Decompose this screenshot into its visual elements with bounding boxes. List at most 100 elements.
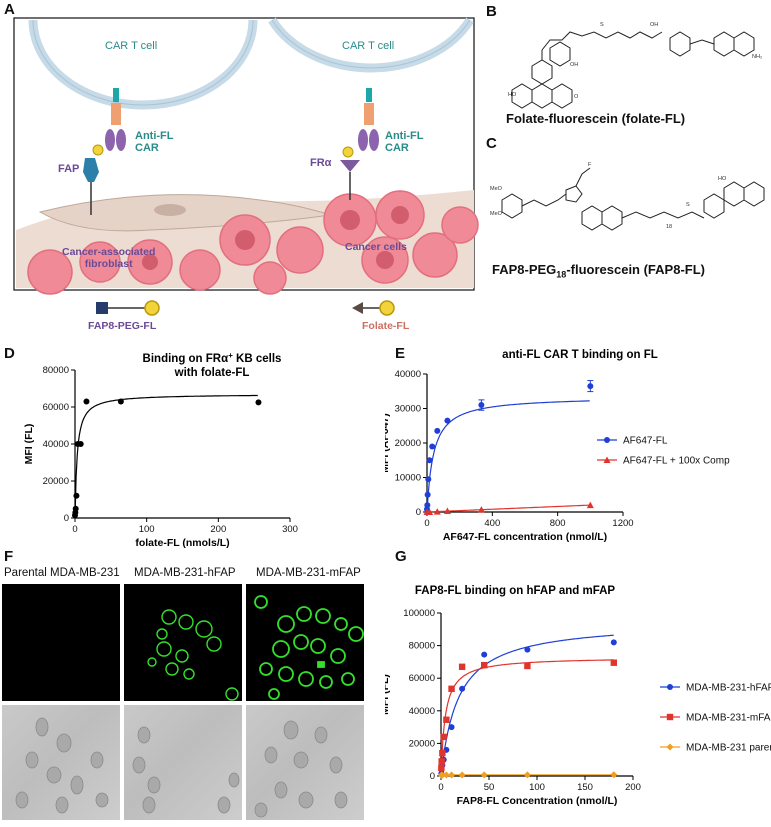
legend-label: MDA-MB-231 parental — [686, 743, 771, 754]
data-point — [439, 749, 446, 757]
y-tick-label: 40000 — [409, 706, 435, 717]
data-point — [443, 507, 451, 514]
data-point — [610, 771, 618, 779]
data-point — [425, 476, 432, 483]
micro-label-hfap: MDA-MB-231-hFAP — [134, 567, 236, 579]
car-hinge-left — [113, 88, 119, 102]
data-point — [438, 764, 445, 772]
fap8-peg-fl-legend-label: FAP8-PEG-FL — [88, 320, 157, 332]
legend-label: AF647-FL — [623, 436, 668, 447]
svg-text:NH₂: NH₂ — [752, 54, 762, 60]
data-point — [524, 662, 531, 670]
panel-label-e: E — [395, 345, 406, 362]
data-point — [442, 771, 450, 779]
y-tick-label: 80000 — [43, 365, 69, 376]
x-tick-label: 100 — [139, 524, 155, 535]
fra-label: FRα — [310, 157, 332, 169]
svg-text:OH: OH — [650, 22, 658, 28]
svg-text:S: S — [600, 22, 604, 28]
svg-text:HO: HO — [718, 176, 727, 182]
data-point — [481, 651, 488, 658]
data-point — [433, 508, 441, 515]
brightfield-image-parental — [2, 705, 120, 820]
data-point — [448, 724, 455, 731]
fit-curve — [427, 504, 590, 513]
legend-label: AF647-FL + 100x Comp — [623, 456, 730, 467]
panel-label-c: C — [486, 135, 497, 152]
data-point — [424, 502, 431, 509]
svg-text:18: 18 — [666, 224, 672, 230]
y-tick-label: 20000 — [43, 476, 69, 487]
data-point — [255, 399, 262, 406]
data-point — [524, 646, 531, 653]
panel-label-f: F — [4, 548, 14, 565]
data-point — [117, 398, 124, 405]
legend-label: MDA-MB-231-hFAP — [686, 683, 771, 694]
y-tick-label: 30000 — [395, 404, 421, 415]
micro-label-mfap: MDA-MB-231-mFAP — [256, 567, 361, 579]
svg-text:F: F — [588, 162, 592, 168]
x-tick-label: 0 — [438, 782, 443, 793]
x-tick-label: 800 — [550, 518, 566, 529]
chart-e-title: anti-FL CAR T binding on FL — [502, 349, 658, 361]
schematic-diagram — [13, 17, 479, 316]
car-receptor-right — [358, 129, 379, 151]
data-point — [424, 491, 431, 498]
chart-d-title-sup: + — [228, 351, 233, 360]
svg-text:S: S — [686, 202, 690, 208]
fluorescence-image-parental — [2, 584, 120, 701]
svg-text:O: O — [574, 94, 579, 100]
folate-fl-title: Folate-fluorescein (folate-FL) — [506, 111, 686, 126]
data-point — [523, 771, 531, 779]
data-point — [459, 685, 466, 692]
x-tick-label: 50 — [484, 782, 495, 793]
x-axis-label: FAP8-FL Concentration (nmol/L) — [457, 795, 618, 807]
data-point — [458, 663, 466, 670]
x-tick-label: 1200 — [612, 518, 633, 529]
data-point — [444, 417, 451, 424]
fit-curve — [440, 634, 614, 777]
legend-label: MDA-MB-231-mFAP — [686, 713, 771, 724]
x-tick-label: 400 — [484, 518, 500, 529]
data-point — [438, 771, 446, 779]
y-tick-label: 0 — [430, 771, 435, 782]
data-point — [480, 771, 488, 779]
legend-marker — [603, 456, 611, 463]
fit-curve — [426, 400, 590, 513]
y-tick-label: 10000 — [395, 473, 421, 484]
data-point — [458, 771, 466, 779]
data-point — [448, 685, 455, 692]
car-hinge-right — [366, 88, 372, 102]
y-tick-label: 0 — [64, 513, 69, 524]
y-tick-label: 60000 — [43, 402, 69, 413]
brightfield-image-mfap — [246, 705, 364, 820]
data-point — [426, 508, 434, 515]
car-t-label-left: CAR T cell — [105, 40, 158, 52]
y-axis-label: MFI (AF647) — [385, 413, 391, 473]
x-tick-label: 150 — [577, 782, 593, 793]
fluorescence-image-hfap — [124, 584, 242, 701]
legend-marker — [666, 743, 674, 751]
data-point — [586, 501, 594, 509]
data-point — [481, 661, 488, 669]
data-point — [448, 771, 456, 779]
svg-text:HO: HO — [508, 92, 517, 98]
y-tick-label: 60000 — [409, 673, 435, 684]
y-tick-label: 20000 — [409, 738, 435, 749]
data-point — [77, 441, 84, 447]
legend-marker — [667, 684, 673, 690]
fit-curve — [440, 659, 614, 777]
data-point — [440, 733, 447, 741]
data-point — [610, 639, 617, 646]
legend-marker — [666, 713, 674, 721]
anti-fl-car-label-left: Anti-FL CAR — [135, 130, 174, 154]
y-axis-label: MFI (FL) — [385, 674, 391, 715]
caf-label: Cancer-associated fibroblast — [62, 246, 156, 270]
cancer-cells-label: Cancer cells — [345, 241, 407, 253]
folate-ligand-icon — [352, 302, 363, 314]
panel-label-a: A — [4, 1, 15, 18]
panel-label-b: B — [486, 3, 497, 20]
x-axis-label: AF647-FL concentration (nmol/L) — [443, 531, 607, 543]
chart-d-title: Binding on FRα+ KB cells — [143, 351, 282, 366]
